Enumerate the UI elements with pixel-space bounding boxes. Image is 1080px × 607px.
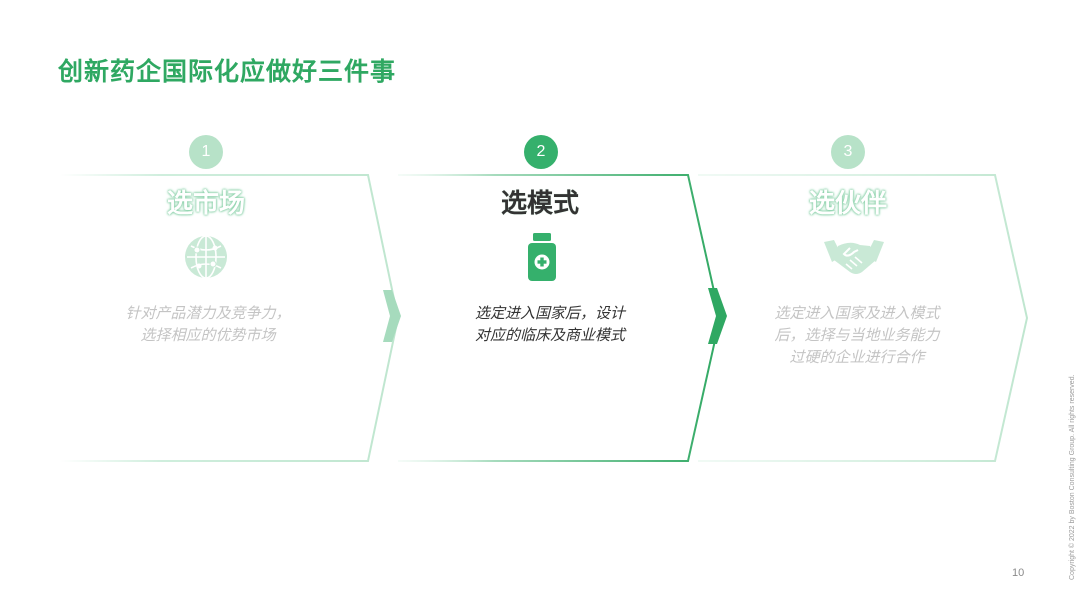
step-title-1: 选市场 xyxy=(166,189,245,219)
medicine-bottle-icon xyxy=(528,233,556,281)
copyright-notice: Copyright © 2022 by Boston Consulting Gr… xyxy=(1069,374,1076,580)
step-number-3: 3 xyxy=(831,135,865,169)
step-title-3: 选伙伴 xyxy=(808,189,887,219)
chevron-3 xyxy=(698,174,1029,462)
step-desc-3: 选定进入国家及进入模式 后，选择与当地业务能力 过硬的企业进行合作 xyxy=(742,302,972,368)
step-number-2: 2 xyxy=(524,135,558,169)
step-desc-1-line-1: 针对产品潜力及竞争力， xyxy=(125,304,291,322)
step-desc-2-line-2: 对应的临床及商业模式 xyxy=(474,326,625,344)
globe-network-icon xyxy=(185,235,227,279)
step-desc-3-line-2: 后，选择与当地业务能力 xyxy=(774,326,940,344)
step-desc-2: 选定进入国家后，设计 对应的临床及商业模式 xyxy=(440,302,660,346)
chevron-arrow-1 xyxy=(383,290,401,342)
slide-title: 创新药企国际化应做好三件事 xyxy=(58,57,397,86)
step-desc-3-line-1: 选定进入国家及进入模式 xyxy=(774,304,940,322)
chevron-arrow-2 xyxy=(708,288,727,344)
handshake-icon xyxy=(824,240,884,274)
step-desc-1: 针对产品潜力及竞争力， 选择相应的优势市场 xyxy=(98,302,318,346)
step-desc-2-line-1: 选定进入国家后，设计 xyxy=(474,304,625,322)
step-desc-1-line-2: 选择相应的优势市场 xyxy=(140,326,276,344)
step-desc-3-line-3: 过硬的企业进行合作 xyxy=(789,348,925,366)
step-number-1: 1 xyxy=(189,135,223,169)
step-title-2: 选模式 xyxy=(500,189,579,219)
page-number: 10 xyxy=(1012,567,1025,579)
